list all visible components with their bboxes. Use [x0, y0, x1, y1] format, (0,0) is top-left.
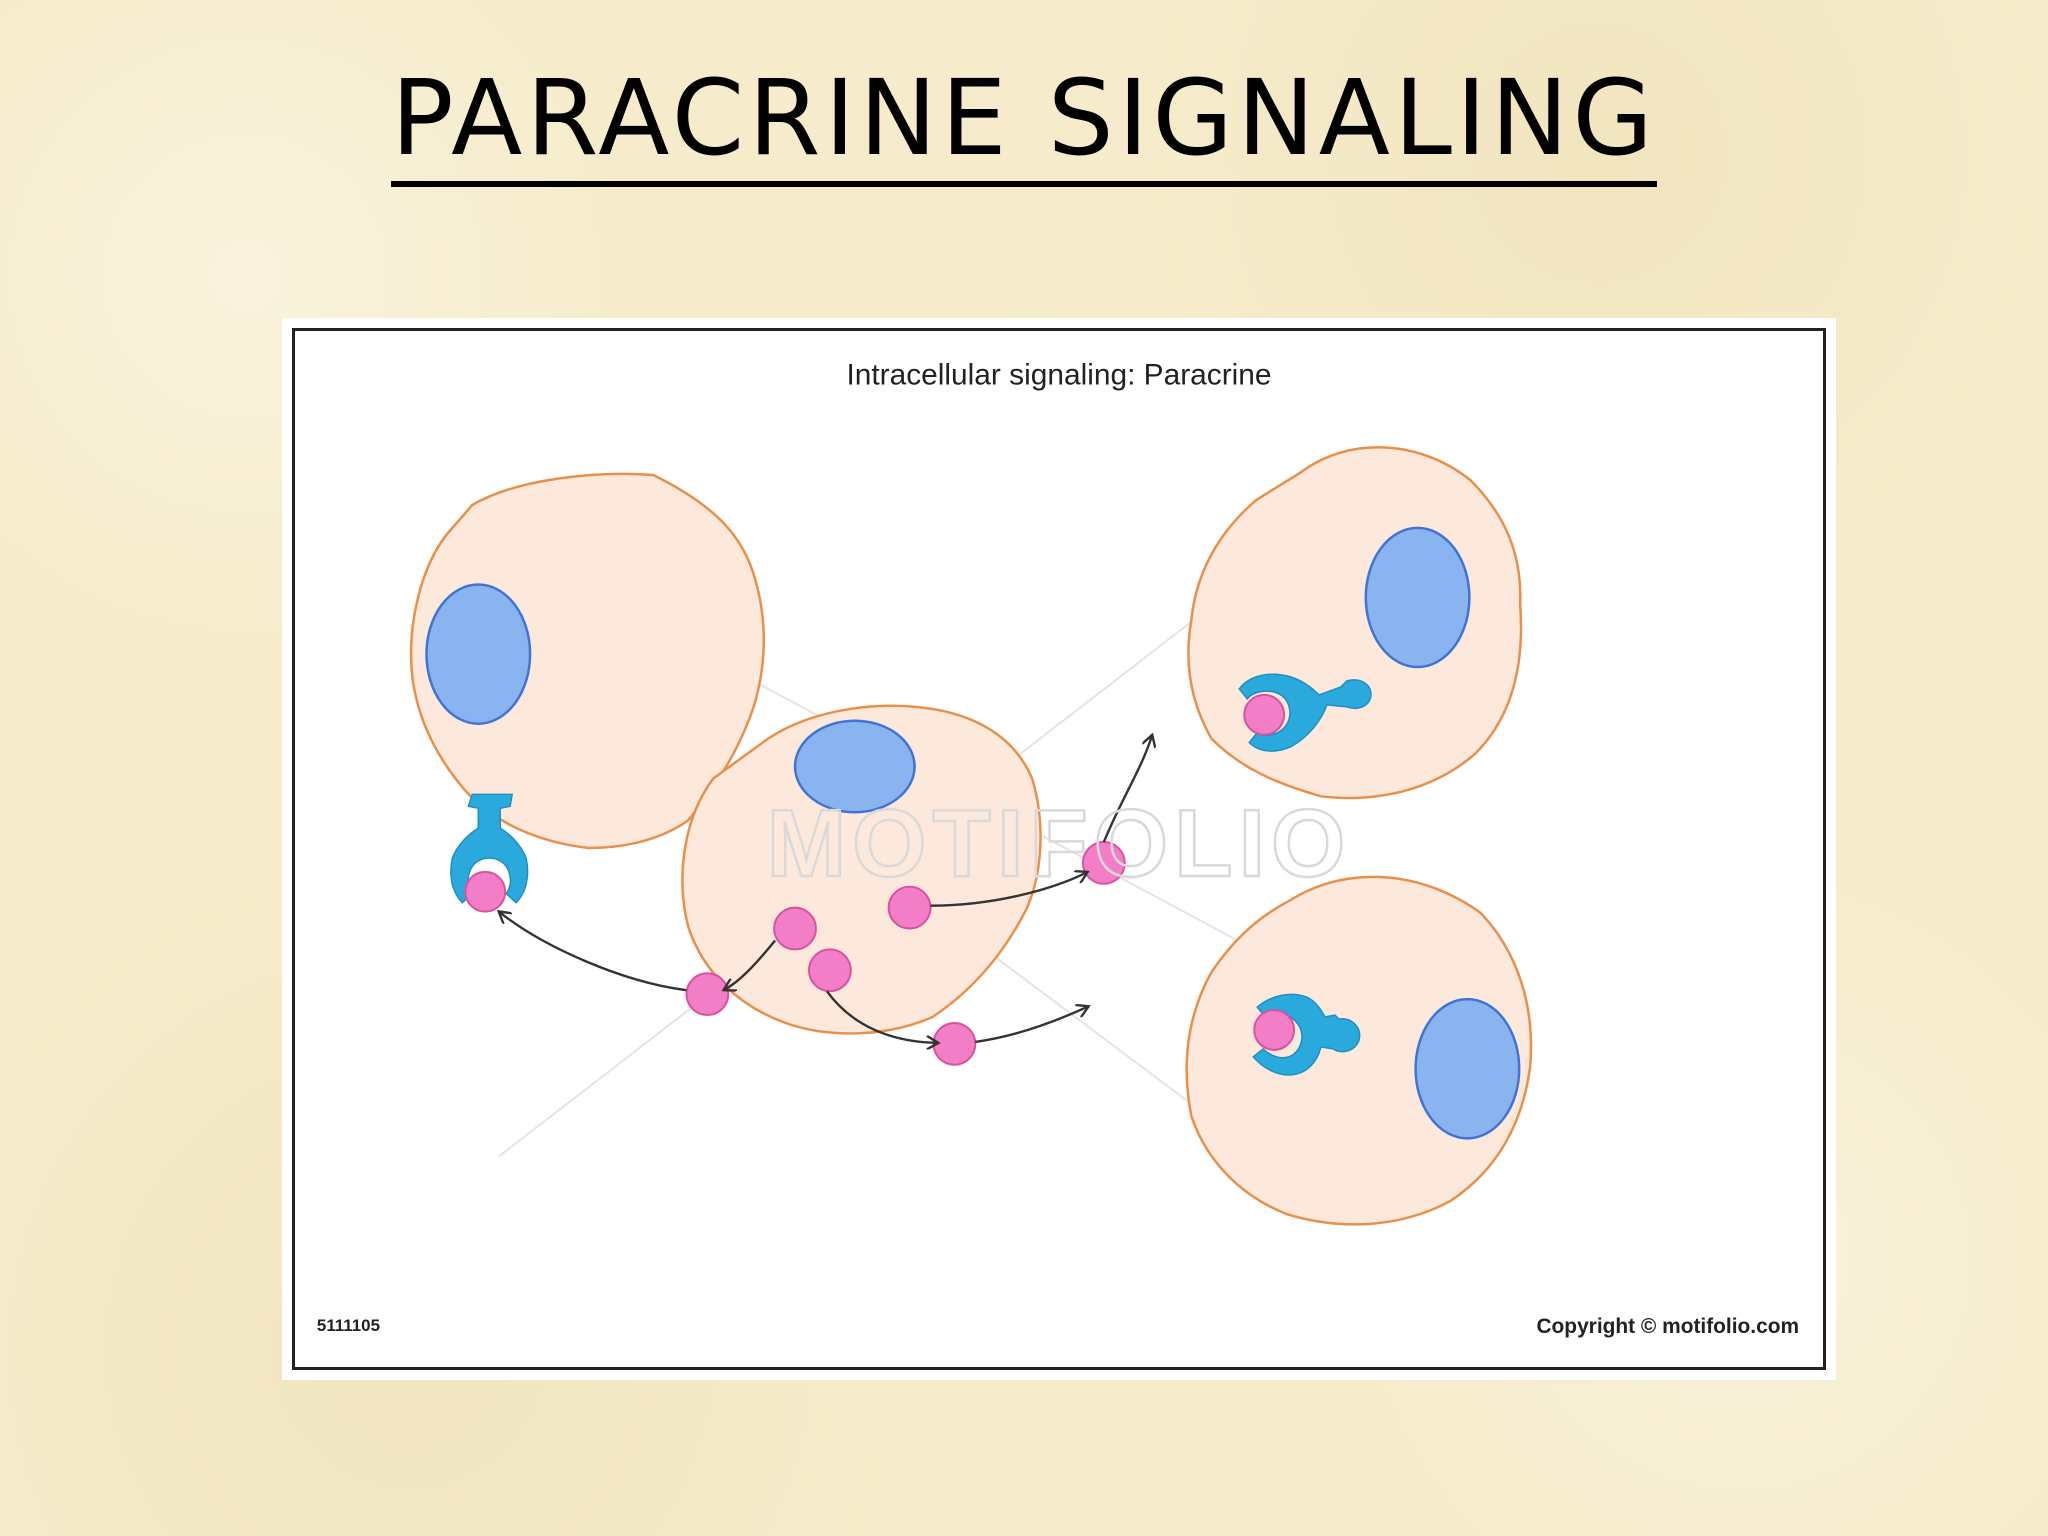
- nucleus: [1364, 526, 1471, 669]
- copyright-notice: Copyright © motifolio.com: [1536, 1315, 1799, 1338]
- paracrine-diagram: MOTIFOLIO Intracellular signaling: Parac…: [317, 359, 1799, 1338]
- arrow-to-receptor-top-right: [1102, 737, 1152, 843]
- arrow-to-free-left: [725, 939, 777, 989]
- receptor-top-right: [1238, 673, 1372, 752]
- receiver-cell-top-right: [1187, 446, 1523, 800]
- figure-frame: MOTIFOLIO Intracellular signaling: Parac…: [282, 318, 1836, 1380]
- cell-membrane: [409, 472, 766, 850]
- cell-membrane: [1185, 875, 1533, 1226]
- figure-id-code: 5111105: [317, 1316, 380, 1335]
- receptor-bottom-right: [1252, 993, 1361, 1076]
- secreting-cell: [681, 704, 1042, 1035]
- figure-title: Intracellular signaling: Paracrine: [846, 359, 1271, 392]
- ligand-bound-bottom-right: [1253, 1009, 1296, 1051]
- arrow-to-free-bottom-right: [825, 990, 937, 1043]
- receiver-cell-bottom-right: [1185, 875, 1533, 1226]
- receiver-cell-left: [409, 472, 766, 850]
- receptor-left: [450, 793, 529, 904]
- diffusion-arrows: [500, 737, 1151, 1043]
- slide-title-text: PARACRINE SIGNALING: [391, 57, 1657, 187]
- ligand-in-cell-1: [887, 885, 932, 930]
- cell-membrane: [1187, 446, 1523, 800]
- ligands: [464, 693, 1296, 1066]
- nucleus: [425, 583, 532, 725]
- watermark-text: MOTIFOLIO: [767, 791, 1352, 897]
- ligand-bound-top-right: [1243, 693, 1286, 736]
- figure-panel: MOTIFOLIO Intracellular signaling: Parac…: [292, 328, 1826, 1370]
- slide-title: PARACRINE SIGNALING: [0, 56, 2048, 187]
- arrow-to-free-top-right: [930, 873, 1086, 907]
- ligand-free-bottom-right: [932, 1021, 977, 1066]
- ligand-bound-left: [464, 870, 507, 913]
- ligand-free-left: [685, 972, 730, 1017]
- ligand-in-cell-2: [773, 906, 817, 951]
- cell-membrane: [681, 704, 1042, 1035]
- nucleus: [1414, 997, 1521, 1140]
- arrow-to-receptor-left: [500, 913, 687, 992]
- arrow-to-receptor-bottom-right: [975, 1007, 1087, 1044]
- nucleus: [793, 719, 916, 814]
- ligand-in-cell-3: [807, 948, 852, 993]
